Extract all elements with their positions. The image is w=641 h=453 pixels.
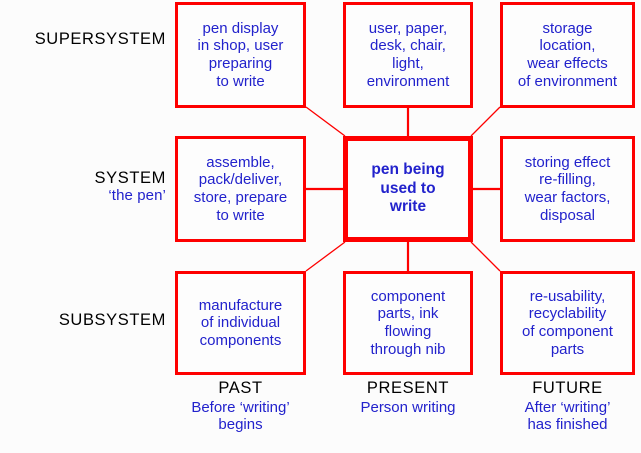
connector-diagonal-bottom-right [470, 241, 501, 272]
column-label-past: PAST Before ‘writing’ begins [170, 379, 311, 433]
row-label-supersystem: SUPERSYSTEM [6, 30, 166, 48]
cell-supersystem-present[interactable]: user, paper, desk, chair, light, environ… [343, 2, 473, 108]
row-label-subsystem-main: SUBSYSTEM [58, 311, 166, 329]
column-label-future: FUTURE After ‘writing’ has finished [496, 379, 639, 433]
cell-system-present-text: pen being used to write [371, 160, 445, 216]
cell-system-present[interactable]: pen being used to write [343, 136, 473, 242]
column-label-past-sub: Before ‘writing’ begins [191, 398, 290, 433]
connector-diagonal-top-right [470, 106, 501, 137]
connector-diagonal-top-left [305, 106, 346, 137]
column-label-present-sub: Person writing [360, 398, 456, 416]
cell-subsystem-future[interactable]: re-usability, recyclability of component… [500, 271, 635, 375]
row-label-subsystem: SUBSYSTEM [6, 311, 166, 329]
column-label-past-main: PAST [218, 379, 263, 397]
cell-system-past[interactable]: assemble, pack/deliver, store, prepare t… [175, 136, 306, 242]
connector-diagonal-bottom-left [305, 241, 346, 272]
cell-system-future[interactable]: storing effect re-filling, wear factors,… [500, 136, 635, 242]
row-label-system-main: SYSTEM [94, 169, 166, 187]
cell-supersystem-present-text: user, paper, desk, chair, light, environ… [366, 19, 450, 90]
row-label-system-sub: ‘the pen’ [108, 187, 166, 205]
cell-supersystem-future[interactable]: storage location, wear effects of enviro… [500, 2, 635, 108]
cell-system-future-text: storing effect re-filling, wear factors,… [524, 153, 611, 224]
cell-supersystem-past[interactable]: pen display in shop, user preparing to w… [175, 2, 306, 108]
cell-subsystem-past-text: manufacture of individual components [198, 296, 283, 349]
column-label-present: PRESENT Person writing [338, 379, 478, 416]
cell-subsystem-present[interactable]: component parts, ink flowing through nib [343, 271, 473, 375]
cell-subsystem-future-text: re-usability, recyclability of component… [522, 287, 613, 358]
cell-supersystem-past-text: pen display in shop, user preparing to w… [197, 19, 284, 90]
row-label-supersystem-main: SUPERSYSTEM [34, 30, 166, 48]
cell-supersystem-future-text: storage location, wear effects of enviro… [517, 19, 618, 90]
cell-subsystem-present-text: component parts, ink flowing through nib [370, 287, 446, 358]
cell-subsystem-past[interactable]: manufacture of individual components [175, 271, 306, 375]
column-label-future-main: FUTURE [532, 379, 603, 397]
column-label-present-main: PRESENT [366, 379, 450, 397]
row-label-system: SYSTEM ‘the pen’ [6, 169, 166, 205]
cell-system-past-text: assemble, pack/deliver, store, prepare t… [193, 153, 288, 224]
column-label-future-sub: After ‘writing’ has finished [524, 398, 611, 433]
